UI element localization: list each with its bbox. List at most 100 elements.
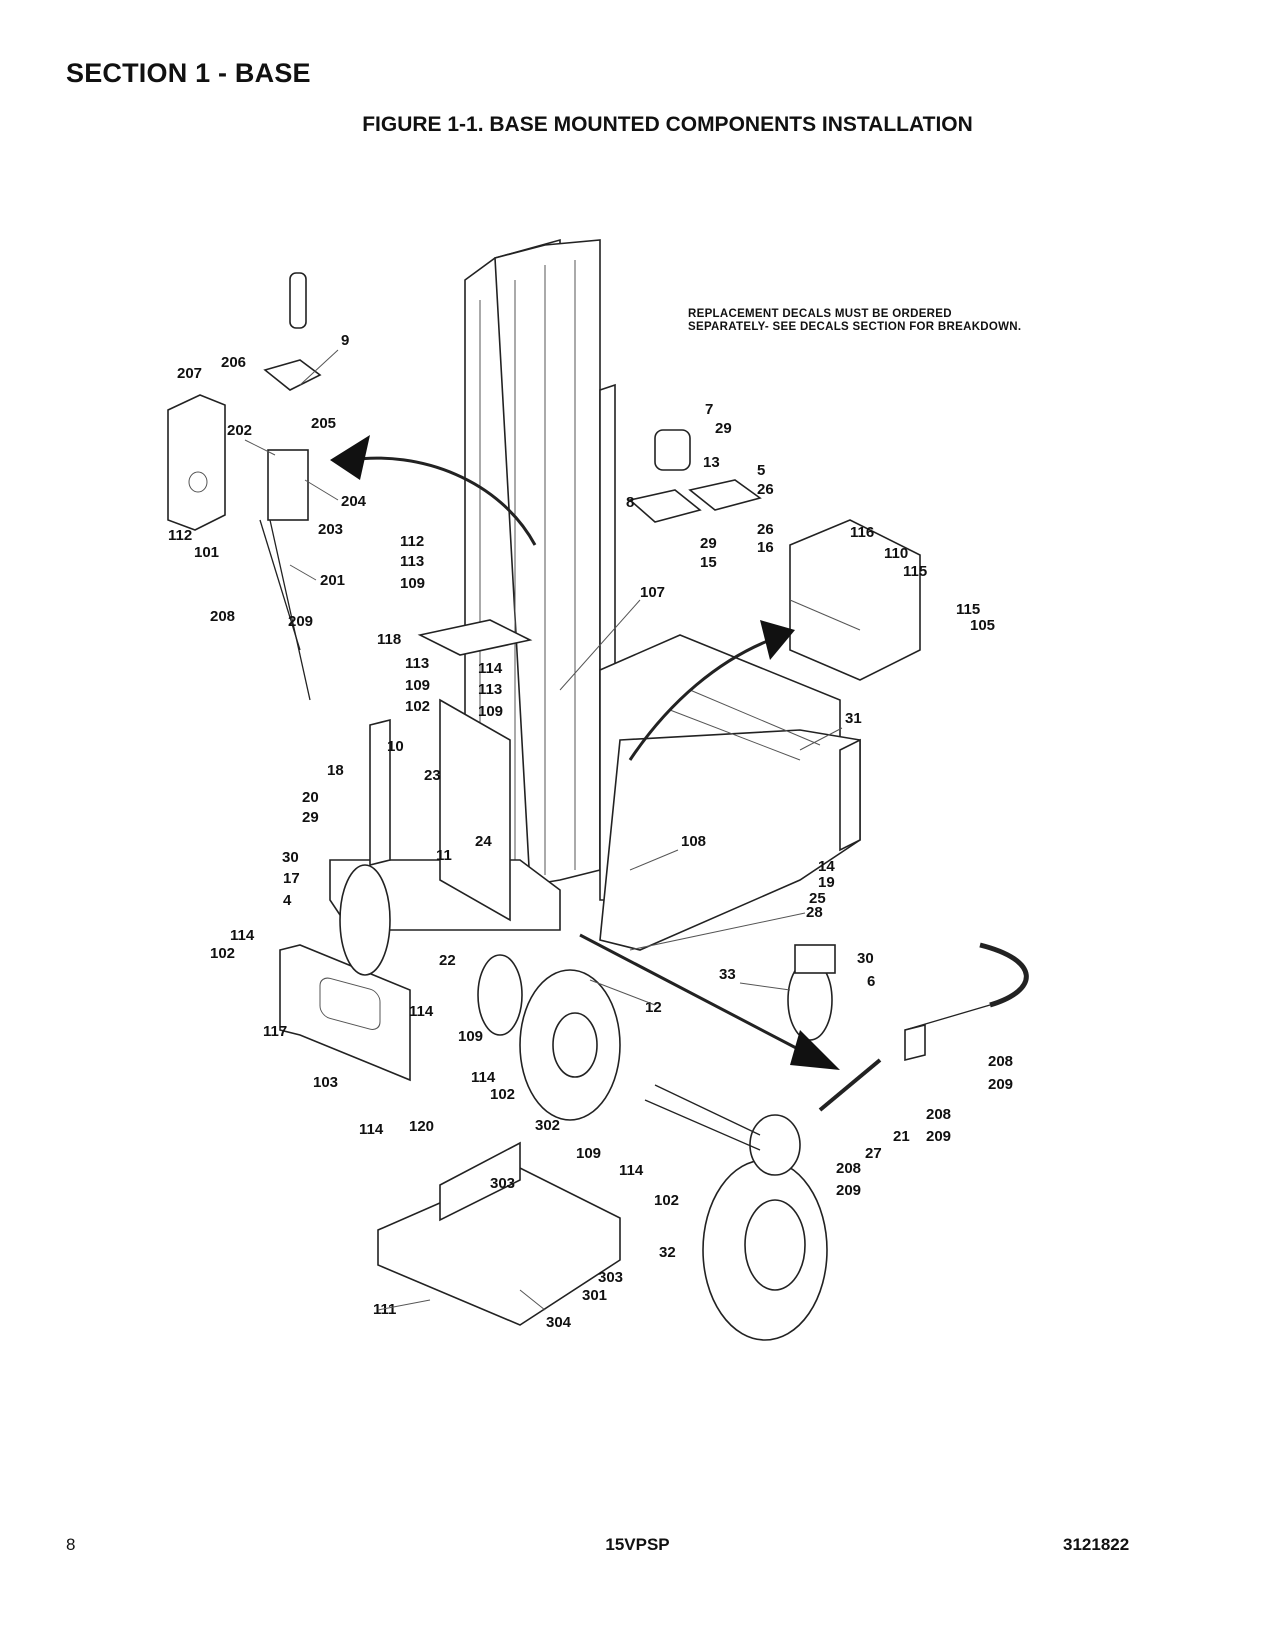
callout-label: 26 (757, 521, 774, 538)
callout-label: 109 (478, 703, 503, 720)
arrows (330, 435, 840, 1070)
section-title: SECTION 1 - BASE (66, 58, 311, 88)
callout-label: 102 (654, 1192, 679, 1209)
callout-label: 115 (903, 563, 927, 580)
callout-label: 101 (194, 544, 219, 561)
callout-label: 30 (282, 849, 299, 866)
callout-label: 114 (230, 927, 255, 944)
decal-note-line-1: REPLACEMENT DECALS MUST BE ORDERED (688, 308, 952, 320)
callout-label: 114 (471, 1069, 496, 1086)
tray-118 (417, 619, 533, 656)
brake-lever-assembly (167, 272, 322, 701)
callout-label: 12 (645, 999, 662, 1016)
callout-label: 5 (757, 462, 765, 479)
callout-label: 208 (210, 608, 235, 625)
callout-label: 108 (681, 833, 706, 850)
callout-label: 29 (302, 809, 319, 826)
callout-label: 102 (210, 945, 235, 962)
lift-bracket (439, 698, 511, 922)
callout-label: 116 (850, 524, 874, 541)
caster-wheel (787, 944, 836, 1041)
callout-labels: 9 206 20 7 205 202 204 203 112 101 201 20… (168, 332, 1013, 1331)
callout-label: 8 (626, 494, 634, 511)
callout-label: 112 (400, 533, 424, 550)
bracket-116 (789, 519, 921, 681)
callout-label: 22 (439, 952, 456, 969)
callout-label: 120 (409, 1118, 434, 1135)
callout-label: 113 (478, 681, 502, 698)
callout-label: 114 (619, 1162, 644, 1179)
callout-label: 9 (341, 332, 349, 349)
callout-label: 109 (458, 1028, 483, 1045)
callout-label: 114 (409, 1003, 434, 1020)
callout-label: 208 (926, 1106, 951, 1123)
callout-label: 19 (818, 874, 835, 891)
callout-label: 206 (221, 354, 246, 371)
rear-wheel (644, 1084, 828, 1341)
callout-label: 202 (227, 422, 252, 439)
callout-label: 32 (659, 1244, 676, 1261)
callout-label: 29 (715, 420, 732, 437)
callout-label: 18 (327, 762, 344, 779)
callout-label: 205 (311, 415, 336, 432)
callout-label: 304 (546, 1314, 572, 1331)
callout-label: 102 (405, 698, 430, 715)
callout-label: 204 (341, 493, 367, 510)
callout-label: 115 (956, 601, 980, 618)
brake-cable (818, 942, 1029, 1112)
decal-note: REPLACEMENT DECALS MUST BE ORDERED SEPAR… (688, 308, 1021, 334)
callout-label: 209 (288, 613, 313, 630)
callout-label: 4 (283, 892, 292, 909)
callout-label: 31 (845, 710, 862, 727)
callout-label: 10 (387, 738, 404, 755)
callout-label: 208 (836, 1160, 861, 1177)
callout-label: 112 (168, 527, 192, 544)
callout-label: 109 (400, 575, 425, 592)
callout-label: 102 (490, 1086, 515, 1103)
callout-label: 117 (263, 1023, 287, 1040)
footer-document-number: 3121822 (1063, 1535, 1130, 1554)
callout-label: 26 (757, 481, 774, 498)
callout-label: 110 (884, 545, 908, 562)
callout-label: 301 (582, 1287, 607, 1304)
front-wheels (339, 864, 621, 1121)
callout-label: 109 (405, 677, 430, 694)
callout-label: 303 (598, 1269, 623, 1286)
callout-label: 28 (806, 904, 823, 921)
callout-label: 114 (359, 1121, 384, 1138)
callout-label: 103 (313, 1074, 338, 1091)
figure-title: FIGURE 1-1. BASE MOUNTED COMPONENTS INST… (362, 113, 973, 136)
callout-label: 303 (490, 1175, 515, 1192)
callout-label: 113 (400, 553, 424, 570)
callout-label: 23 (424, 767, 441, 784)
callout-label: 25 (809, 890, 826, 907)
callout-label: 29 (700, 535, 717, 552)
leader-lines (244, 349, 843, 1311)
callout-label: 208 (988, 1053, 1013, 1070)
callout-label: 302 (535, 1117, 560, 1134)
callout-label: 27 (865, 1145, 882, 1162)
callout-label: 7 (705, 401, 713, 418)
callout-label: 11 (436, 847, 452, 864)
callout-label: 16 (757, 539, 774, 556)
callout-label: 111 (373, 1301, 396, 1318)
callout-label: 6 (867, 973, 875, 990)
cover-plate-117 (279, 944, 411, 1082)
callout-label: 15 (700, 554, 717, 571)
lift-plate (369, 718, 391, 867)
callout-label: 209 (926, 1128, 951, 1145)
decal-note-line-2: SEPARATELY- SEE DECALS SECTION FOR BREAK… (688, 321, 1022, 333)
callout-label: 209 (836, 1182, 861, 1199)
callout-label: 14 (818, 858, 835, 875)
callout-label: 33 (719, 966, 736, 983)
callout-label: 118 (377, 631, 401, 648)
callout-label: 201 (320, 572, 345, 589)
callout-label: 17 (283, 870, 300, 887)
callout-label: 105 (970, 617, 995, 634)
callout-label: 107 (640, 584, 665, 601)
callout-label: 20 (302, 789, 319, 806)
callout-label: 209 (988, 1076, 1013, 1093)
callout-label: 24 (475, 833, 492, 850)
callout-label: 203 (318, 521, 343, 538)
